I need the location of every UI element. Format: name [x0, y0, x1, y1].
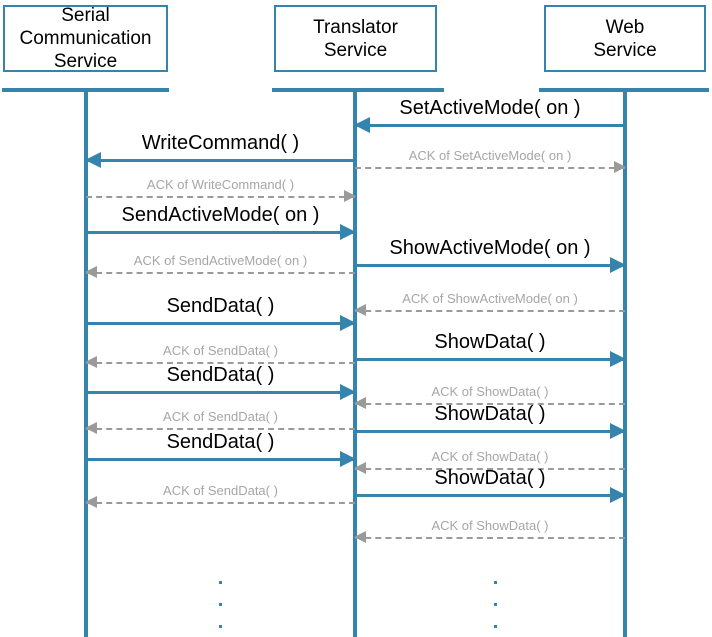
arrowhead-right-icon — [344, 190, 356, 202]
head-bar-translator — [272, 88, 444, 92]
arrowhead-left-icon — [354, 117, 370, 133]
participant-box-web[interactable]: Web Service — [544, 5, 706, 72]
arrowhead-right-icon — [340, 384, 356, 400]
message-label: SendData( ) — [166, 431, 275, 453]
message-line — [355, 494, 625, 497]
message-line — [355, 264, 625, 267]
participant-label-line-2: Communication — [19, 28, 152, 49]
message-line — [86, 231, 355, 234]
participant-label-line-1: Translator — [313, 16, 398, 38]
ack-label: ACK of ShowActiveMode( on ) — [402, 291, 578, 306]
message-label: ShowData( ) — [434, 467, 546, 489]
participant-label-web: Web Service — [593, 16, 656, 62]
arrowhead-right-icon — [340, 451, 356, 467]
message-label: ShowActiveMode( on ) — [389, 237, 591, 259]
arrowhead-left-icon — [85, 356, 97, 368]
ack-line — [355, 403, 625, 405]
ellipsis-dot — [219, 603, 222, 606]
ack-line — [86, 502, 355, 504]
ack-line — [355, 537, 625, 539]
participant-label-line-1: Serial — [61, 5, 110, 26]
message-label: ShowData( ) — [434, 331, 546, 353]
ack-label: ACK of SendData( ) — [163, 483, 278, 498]
ellipsis-dot — [494, 581, 497, 584]
ack-label: ACK of ShowData( ) — [431, 449, 549, 464]
participant-box-translator[interactable]: Translator Service — [274, 5, 437, 72]
ack-line — [86, 362, 355, 364]
arrowhead-left-icon — [354, 304, 366, 316]
participant-label-line-3: Service — [53, 51, 118, 72]
participant-label-line-2: Service — [593, 39, 657, 61]
ellipsis-dot — [219, 625, 222, 628]
arrowhead-left-icon — [85, 496, 97, 508]
ack-line — [355, 468, 625, 470]
arrowhead-right-icon — [340, 315, 356, 331]
participant-label-translator: Translator Service — [313, 16, 398, 62]
message-line — [86, 391, 355, 394]
arrowhead-left-icon — [85, 422, 97, 434]
message-label: SendActiveMode( on ) — [121, 204, 320, 226]
ack-label: ACK of SendActiveMode( on ) — [133, 253, 308, 268]
message-label: WriteCommand( ) — [141, 132, 300, 154]
ack-label: ACK of SendData( ) — [163, 343, 278, 358]
message-line — [355, 358, 625, 361]
message-line — [355, 430, 625, 433]
arrowhead-right-icon — [614, 161, 626, 173]
arrowhead-right-icon — [610, 487, 626, 503]
arrowhead-right-icon — [610, 257, 626, 273]
ack-label: ACK of ShowData( ) — [431, 518, 549, 533]
ellipsis-dot — [494, 625, 497, 628]
ack-label: ACK of SendData( ) — [163, 409, 278, 424]
arrowhead-right-icon — [610, 423, 626, 439]
ack-line — [86, 272, 355, 274]
arrowhead-right-icon — [610, 351, 626, 367]
ack-line — [355, 167, 625, 169]
ack-label: ACK of WriteCommand( ) — [146, 177, 295, 192]
arrowhead-left-icon — [354, 397, 366, 409]
message-label: SetActiveMode( on ) — [399, 97, 581, 119]
lifeline-translator — [353, 88, 357, 637]
ack-line — [86, 196, 355, 198]
message-line — [355, 124, 625, 127]
participant-label-line-1: Web — [605, 16, 645, 38]
arrowhead-left-icon — [354, 531, 366, 543]
message-line — [86, 159, 355, 162]
ack-label: ACK of SetActiveMode( on ) — [408, 148, 572, 163]
message-label: ShowData( ) — [434, 403, 546, 425]
arrowhead-left-icon — [85, 266, 97, 278]
message-label: SendData( ) — [166, 364, 275, 386]
ack-line — [86, 428, 355, 430]
message-line — [86, 322, 355, 325]
arrowhead-left-icon — [85, 152, 101, 168]
ack-label: ACK of ShowData( ) — [431, 384, 549, 399]
ellipsis-dot — [494, 603, 497, 606]
arrowhead-right-icon — [340, 224, 356, 240]
message-line — [86, 458, 355, 461]
ellipsis-dot — [219, 581, 222, 584]
ack-line — [355, 310, 625, 312]
arrowhead-left-icon — [354, 462, 366, 474]
participant-label-serial: Serial Communication Service — [20, 4, 152, 73]
participant-label-line-2: Service — [323, 39, 388, 61]
message-label: SendData( ) — [166, 295, 275, 317]
participant-box-serial[interactable]: Serial Communication Service — [3, 5, 168, 72]
